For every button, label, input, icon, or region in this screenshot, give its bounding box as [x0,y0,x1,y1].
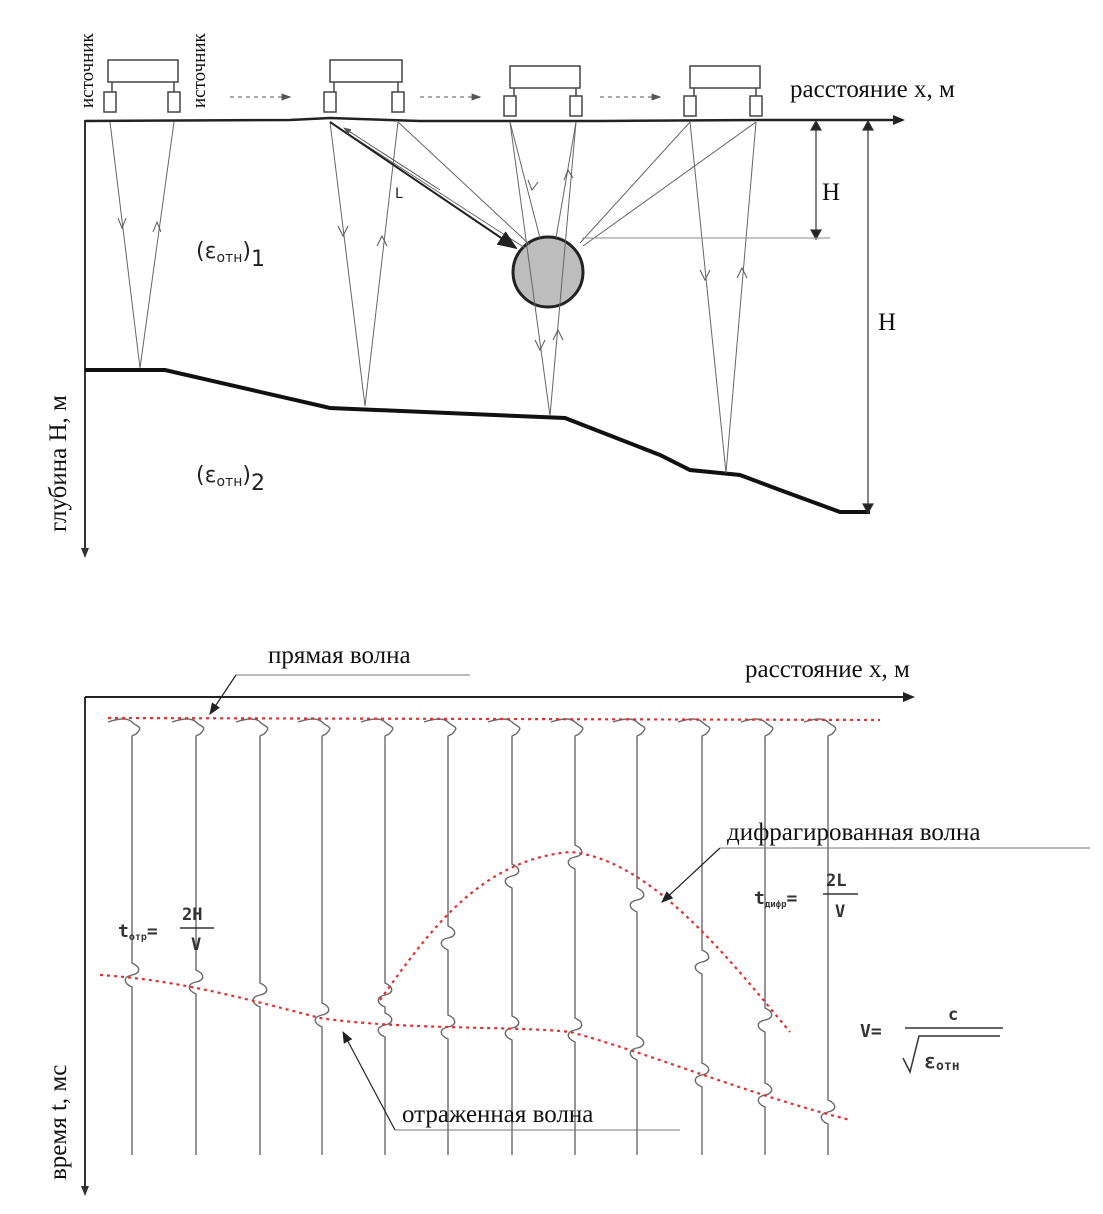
ground-surface [84,116,900,123]
radar-trace [612,718,646,1155]
path-label: L [395,186,403,202]
svg-text:(εотн)2: (εотн)2 [196,463,265,496]
reflected-wave-line [99,973,851,1122]
ray-arrowheads [117,168,748,352]
antenna-unit-4 [683,65,763,117]
formula-diffracted: tдифр= 2L V [754,871,858,922]
direct-wave-pointer [209,674,237,715]
antenna-unit-3 [503,65,583,117]
trace-group [107,718,837,1155]
radar-trace [677,718,711,1155]
diffracted-wave-label: дифрагированная волна [727,819,980,846]
antenna-unit-2 [323,59,405,113]
svg-text:c: c [948,1005,958,1025]
svg-text:(εотн)1: (εотн)1 [196,239,265,272]
reflected-wave-label: отраженная волна [402,1101,593,1128]
svg-text:2L: 2L [826,871,846,891]
svg-text:V=: V= [860,1021,882,1042]
path-L-return [343,127,441,191]
formula-velocity: V= c εотн [860,1005,1003,1075]
bottom-diagram: прямая волна расстояние x, м дифрагирова… [45,642,1090,1196]
svg-text:V: V [191,935,201,955]
radar-trace [360,718,394,1155]
svg-text:2H: 2H [182,905,202,925]
svg-text:tотр=: tотр= [118,921,158,943]
ray-paths [109,121,757,474]
layer-boundary [85,368,870,514]
radar-trace [487,718,521,1155]
depth-marker-boundary [861,119,875,515]
top-y-axis-label: глубина H, м [45,395,72,532]
radar-trace [107,718,141,1155]
path-L-arrow [329,121,518,250]
source-label-2: источник [189,32,210,108]
direct-wave-label: прямая волна [268,642,411,669]
svg-text:V: V [835,902,845,922]
radar-trace [550,718,584,1155]
radar-trace [803,718,837,1155]
bottom-y-axis-arrow [81,1186,89,1196]
antenna-unit-1 [103,59,181,113]
top-y-axis-arrow [81,548,89,558]
source-label-1: источник [77,32,98,108]
bottom-x-axis-label: расстояние x, м [745,656,910,683]
top-diagram: источник источник расстояние x, м глубин… [45,32,955,558]
radar-trace [235,718,269,1155]
radar-trace [297,718,331,1155]
depth-marker-object [582,119,830,241]
depth-label-object: H [822,179,840,206]
layer2-label: (εотн)2 [196,463,265,496]
direct-wave-line [107,716,881,722]
depth-label-boundary: H [878,309,896,336]
layer1-label: (εотн)1 [196,239,265,272]
reflected-wave-pointer [342,1030,396,1131]
radar-trace [171,718,205,1155]
bottom-y-axis-label: время t, мс [45,1065,72,1180]
top-x-axis-arrow [893,115,905,125]
top-x-axis-label: расстояние x, м [790,76,955,103]
svg-text:εотн: εотн [924,1049,960,1074]
diffracted-wave-pointer [661,847,721,903]
formula-reflected: tотр= 2H V [118,905,214,955]
svg-text:tдифр=: tдифр= [754,888,798,910]
bottom-x-axis-arrow [903,692,915,702]
buried-object [511,235,585,309]
